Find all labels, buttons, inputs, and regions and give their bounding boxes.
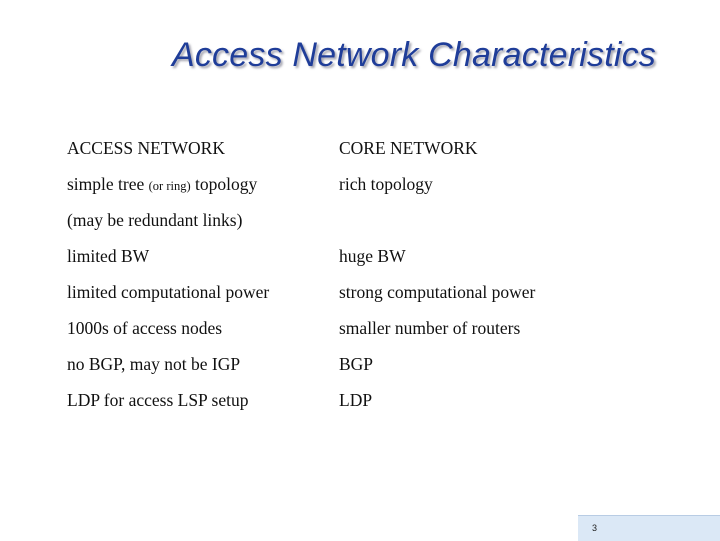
comparison-row-nodes: 1000s of access nodes smaller number of …	[0, 318, 720, 348]
access-bandwidth-text: limited BW	[67, 246, 150, 266]
slide-title: Access Network Characteristics	[171, 36, 656, 74]
access-topology-end: topology	[190, 174, 258, 194]
page-number-box: 3	[578, 515, 720, 541]
access-compute-text: limited computational power	[67, 282, 270, 302]
comparison-row-routing: no BGP, may not be IGP BGP	[0, 354, 720, 384]
access-network-header: ACCESS NETWORK	[67, 138, 225, 158]
access-ldp-text: LDP for access LSP setup	[67, 390, 249, 410]
access-topology-main: simple tree	[67, 174, 149, 194]
comparison-row-redundancy: (may be redundant links)	[0, 210, 720, 240]
core-routing-text: BGP	[339, 354, 374, 374]
core-bandwidth-text: huge BW	[339, 246, 406, 266]
comparison-row-bandwidth: limited BW huge BW	[0, 246, 720, 276]
access-redundancy-text: (may be redundant links)	[67, 210, 243, 230]
access-routing-text: no BGP, may not be IGP	[67, 354, 241, 374]
column-headers: ACCESS NETWORK CORE NETWORK	[0, 138, 720, 168]
core-topology-text: rich topology	[339, 174, 433, 194]
comparison-row-ldp: LDP for access LSP setup LDP	[0, 390, 720, 420]
comparison-row-topology: simple tree (or ring) topology rich topo…	[0, 174, 720, 204]
comparison-row-compute: limited computational power strong compu…	[0, 282, 720, 312]
core-nodes-text: smaller number of routers	[339, 318, 521, 338]
core-network-header: CORE NETWORK	[339, 138, 478, 158]
core-ldp-text: LDP	[339, 390, 373, 410]
access-topology-text: simple tree (or ring) topology	[67, 174, 257, 195]
page-number: 3	[592, 523, 598, 533]
access-topology-note: (or ring)	[148, 179, 191, 193]
access-nodes-text: 1000s of access nodes	[67, 318, 223, 338]
core-compute-text: strong computational power	[339, 282, 536, 302]
